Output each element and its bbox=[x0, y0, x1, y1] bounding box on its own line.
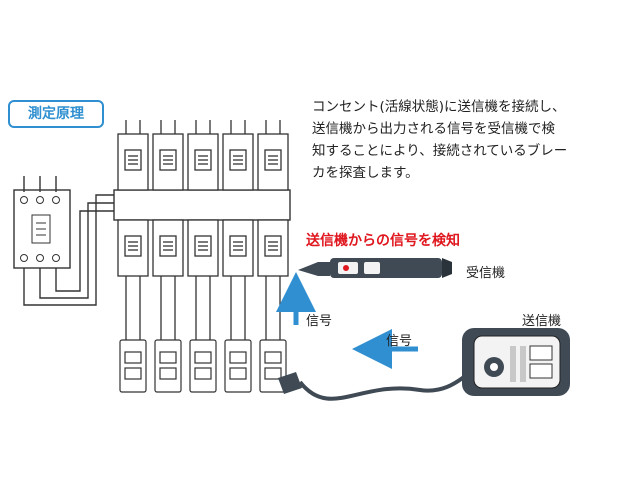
description-text: コンセント(活線状態)に送信機を接続し、 送信機から出力される信号を受信機で検 … bbox=[312, 96, 608, 184]
branch-wires bbox=[125, 276, 281, 340]
signal-up-label: 信号 bbox=[306, 314, 333, 329]
receiver-device bbox=[298, 258, 452, 278]
description-line-4: カを探査します。 bbox=[312, 165, 419, 181]
wall-outlets bbox=[119, 339, 287, 393]
transmitter-device bbox=[462, 328, 570, 396]
signal-left-label: 信号 bbox=[386, 334, 413, 349]
transmitter-cable bbox=[278, 370, 472, 401]
bottom-branch-breakers bbox=[117, 219, 289, 277]
description-line-2: 送信機から出力される信号を受信機で検 bbox=[312, 121, 555, 137]
main-breaker bbox=[13, 176, 71, 269]
detect-caption: 送信機からの信号を検知 bbox=[306, 233, 460, 249]
bus-bar bbox=[113, 189, 291, 221]
feeder-wires bbox=[23, 194, 115, 306]
description-line-3: 知することにより、接続されているブレー bbox=[312, 143, 568, 159]
receiver-label: 受信機 bbox=[466, 266, 506, 281]
description-line-1: コンセント(活線状態)に送信機を接続し、 bbox=[312, 99, 566, 115]
top-branch-breakers bbox=[117, 120, 289, 191]
signal-arrows bbox=[276, 272, 418, 369]
transmitter-label: 送信機 bbox=[522, 314, 562, 329]
principle-badge: 測定原理 bbox=[8, 100, 104, 128]
